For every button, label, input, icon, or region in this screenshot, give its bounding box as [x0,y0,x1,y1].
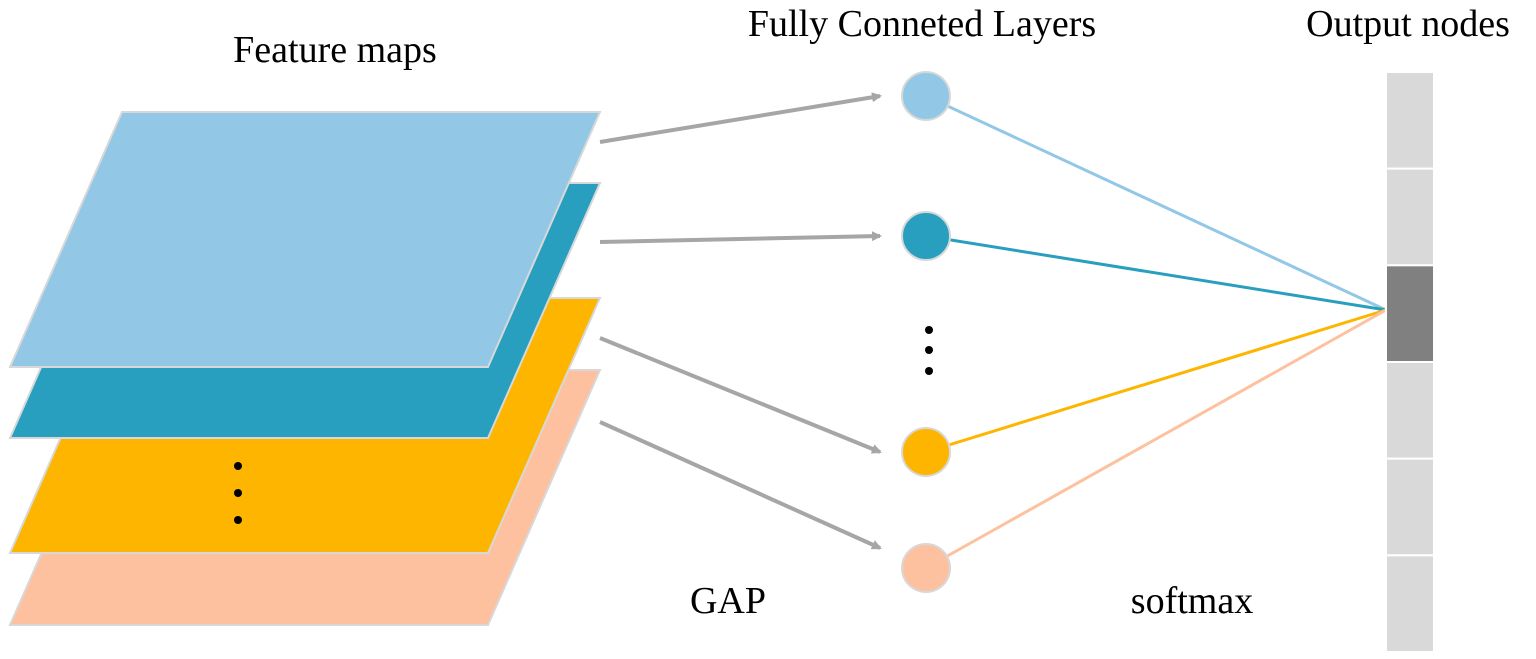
connection-yellow [925,308,1387,454]
gap-arrow [599,420,882,550]
feature-map-light-blue [8,111,602,368]
output-node [1385,457,1435,557]
gap-arrows [599,92,882,550]
gap-arrow [599,336,882,454]
gap-label: GAP [690,580,766,622]
output-node [1385,167,1435,267]
softmax-connections [925,94,1387,570]
fc-ellipsis-dot [925,346,933,354]
connection-light-blue [925,94,1387,312]
fc-node-light-blue [901,71,951,121]
output-nodes-title: Output nodes [1306,3,1510,45]
feature-maps-title: Feature maps [233,29,437,71]
output-node [1385,554,1435,653]
connection-peach [925,308,1387,570]
gap-arrow [599,231,882,244]
gap-arrow [599,92,882,144]
feature-map-stack [8,111,602,626]
fc-ellipsis-dot [925,367,933,375]
connection-teal [925,234,1387,312]
feature-map-ellipsis-dot [234,462,242,470]
feature-map-ellipsis-dot [234,516,242,524]
fully-connected-title: Fully Conneted Layers [748,3,1096,45]
output-node [1385,71,1435,170]
fc-node-yellow [901,427,951,477]
output-node [1385,361,1435,460]
fc-node-teal [901,211,951,261]
fc-node-peach [901,543,951,593]
softmax-label: softmax [1131,580,1253,622]
output-node-active [1385,264,1435,364]
fc-ellipsis-dot [925,326,933,334]
fc-nodes [901,71,951,593]
output-node-column [1385,71,1435,653]
feature-map-ellipsis-dot [234,489,242,497]
